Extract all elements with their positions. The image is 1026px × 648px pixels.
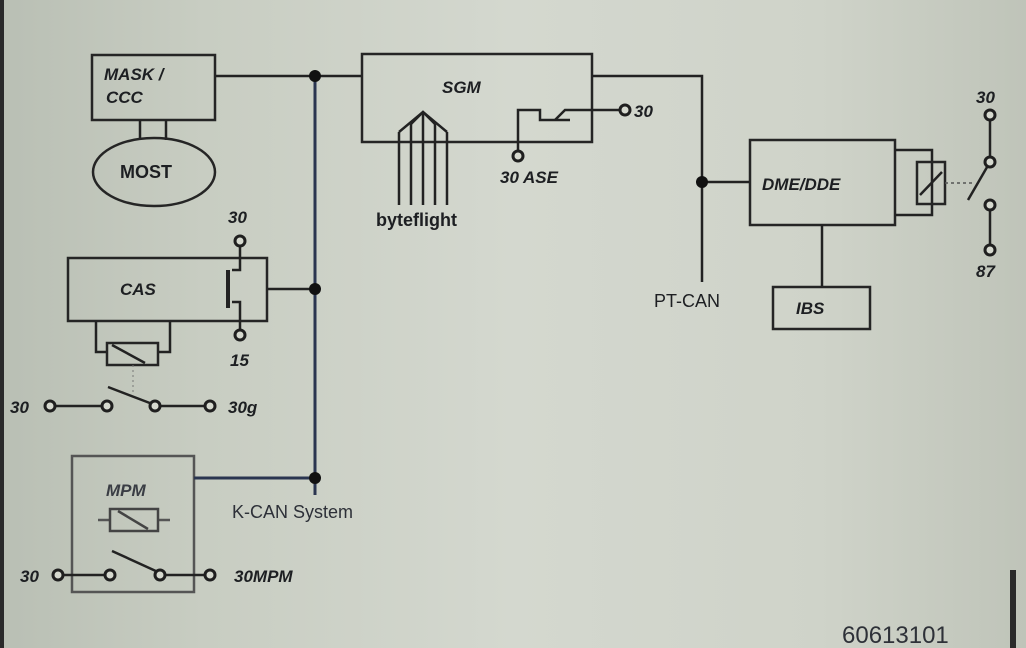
sgm-terminal-30-label: 30 bbox=[634, 102, 653, 121]
sgm-label: SGM bbox=[442, 78, 482, 97]
dme-dde-module: DME/DDE bbox=[748, 138, 947, 227]
junction-dot bbox=[309, 70, 321, 82]
cas-module: CAS bbox=[66, 245, 269, 367]
photo-edge-left bbox=[0, 0, 4, 648]
most-ring: MOST bbox=[91, 136, 217, 208]
photo-edge-right bbox=[1010, 570, 1016, 648]
cas-terminal-30 bbox=[233, 234, 247, 248]
cas-terminal-15-label: 15 bbox=[230, 351, 249, 370]
sgm-switch-contact bbox=[554, 108, 625, 121]
sgm-to-pt-can-wire bbox=[592, 74, 704, 282]
cas-label: CAS bbox=[120, 280, 157, 299]
relay-switch bbox=[966, 108, 997, 257]
k-can-label: K-CAN System bbox=[232, 502, 353, 522]
sgm-module: SGM byteflight bbox=[360, 52, 625, 230]
byteflight-label: byteflight bbox=[376, 210, 457, 230]
dme-dde-label: DME/DDE bbox=[762, 175, 841, 194]
cas-terminal-15 bbox=[233, 328, 247, 342]
mpm-junction-dot bbox=[309, 472, 321, 484]
sgm-terminal-30ase bbox=[511, 149, 525, 163]
mpm-switch-in-label: 30 bbox=[20, 567, 39, 586]
sgm-terminal-30ase-label: 30 ASE bbox=[500, 168, 559, 187]
cas-switch-in-label: 30 bbox=[10, 398, 29, 417]
figure-id: 60613101 bbox=[842, 622, 949, 648]
mpm-switch bbox=[51, 549, 217, 582]
sgm-switch bbox=[516, 108, 570, 152]
mpm-module: MPM bbox=[70, 454, 196, 594]
mpm-label: MPM bbox=[106, 481, 147, 500]
mask-ccc-module: MASK / CCC bbox=[90, 53, 217, 122]
cas-junction-dot bbox=[309, 283, 321, 295]
relay-terminal-30-label: 30 bbox=[976, 88, 995, 107]
mask-ccc-label-2: CCC bbox=[106, 88, 144, 107]
most-label: MOST bbox=[120, 162, 172, 182]
mask-ccc-label-1: MASK / bbox=[104, 65, 166, 84]
ibs-module: IBS bbox=[771, 285, 872, 331]
cas-terminal-30-label: 30 bbox=[228, 208, 247, 227]
cas-switch-out-label: 30g bbox=[228, 398, 258, 417]
cas-switch bbox=[43, 385, 217, 413]
relay-terminal-87-label: 87 bbox=[976, 262, 996, 281]
pt-can-label: PT-CAN bbox=[654, 291, 720, 311]
ibs-label: IBS bbox=[796, 299, 825, 318]
byteflight-fan bbox=[397, 110, 449, 205]
mpm-switch-out-label: 30MPM bbox=[234, 567, 293, 586]
pt-can-junction-dot bbox=[696, 176, 708, 188]
sgm-terminal-30 bbox=[618, 103, 632, 117]
